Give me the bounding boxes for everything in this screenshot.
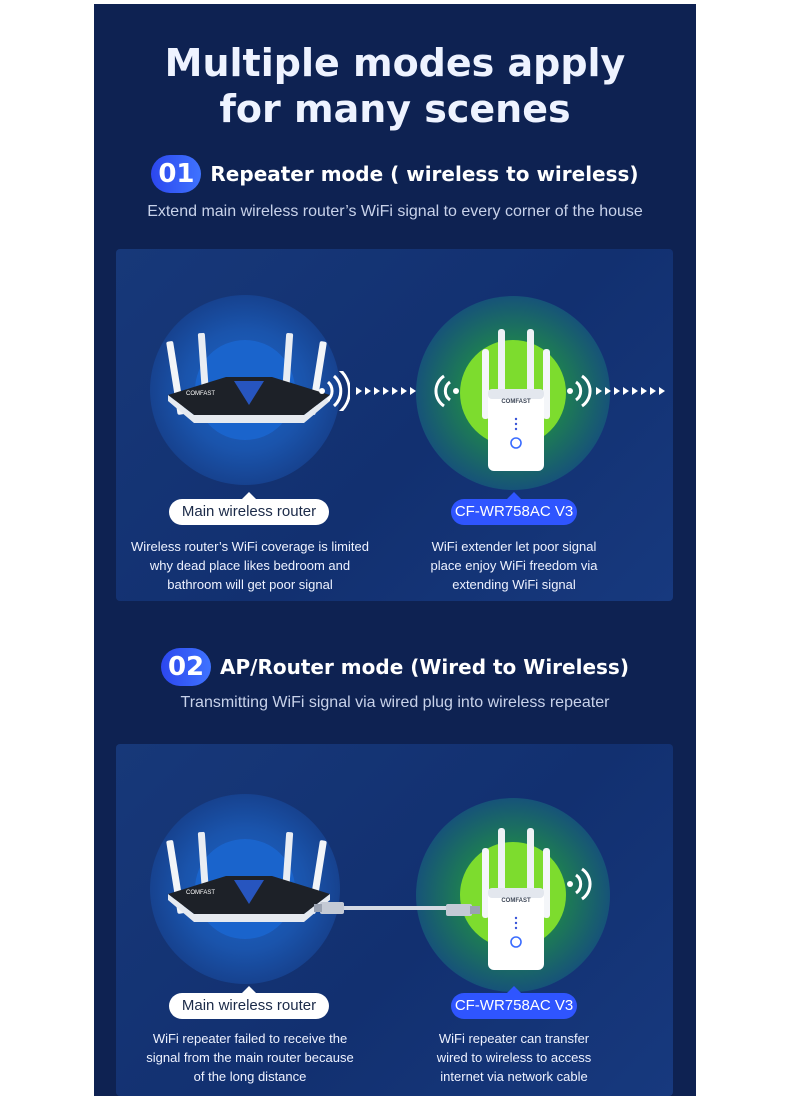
ethernet-cable-icon [314,902,480,916]
extender-model-label: CF-WR758AC V3 [451,986,577,1019]
mode-1-panel: COMFAST [116,249,673,601]
extender-model-label: CF-WR758AC V3 [451,492,577,525]
router-brand-text: COMFAST [186,391,215,397]
mode-1-number-badge: 01 [151,155,202,193]
extender-brand-text: COMFAST [501,399,531,405]
main-router-label: Main wireless router [169,492,329,525]
wifi-extender-image: COMFAST [482,329,550,471]
router-description: WiFi repeater failed to receive the sign… [146,1031,354,1084]
mode-1-header: 01 Repeater mode ( wireless to wireless) [94,155,696,193]
poster: Multiple modes apply for many scenes 01 R… [94,4,696,1096]
main-router-image: COMFAST [166,831,330,922]
wifi-signal-icon [319,371,350,411]
extender-description: WiFi extender let poor signal place enjo… [430,539,598,592]
page-title: Multiple modes apply for many scenes [94,40,696,132]
mode-1-title: Repeater mode ( wireless to wireless) [210,162,639,186]
mode-2-header: 02 AP/Router mode (Wired to Wireless) [94,648,696,686]
mode-1-subtitle: Extend main wireless router’s WiFi signa… [147,203,643,220]
title-line-2: for many scenes [219,87,571,131]
wifi-incoming-icon [434,374,459,408]
router-description: Wireless router’s WiFi coverage is limit… [131,539,369,592]
main-router-label: Main wireless router [169,986,329,1019]
arrow-chain-icon [596,387,665,395]
extender-brand-text: COMFAST [501,898,531,904]
mode-2-panel: COMFAST COMFAST Main wi [116,744,673,1096]
mode-2-title: AP/Router mode (Wired to Wireless) [220,655,629,679]
wifi-outgoing-icon [567,374,592,408]
router-brand-text: COMFAST [186,890,215,896]
wifi-outgoing-icon [567,867,592,901]
title-line-1: Multiple modes apply [164,41,626,85]
mode-2-subtitle: Transmitting WiFi signal via wired plug … [180,694,610,711]
main-router-image: COMFAST [166,332,330,423]
extender-description: WiFi repeater can transfer wired to wire… [436,1031,592,1084]
wifi-extender-image: COMFAST [482,828,550,970]
mode-2-number-badge: 02 [161,648,212,686]
